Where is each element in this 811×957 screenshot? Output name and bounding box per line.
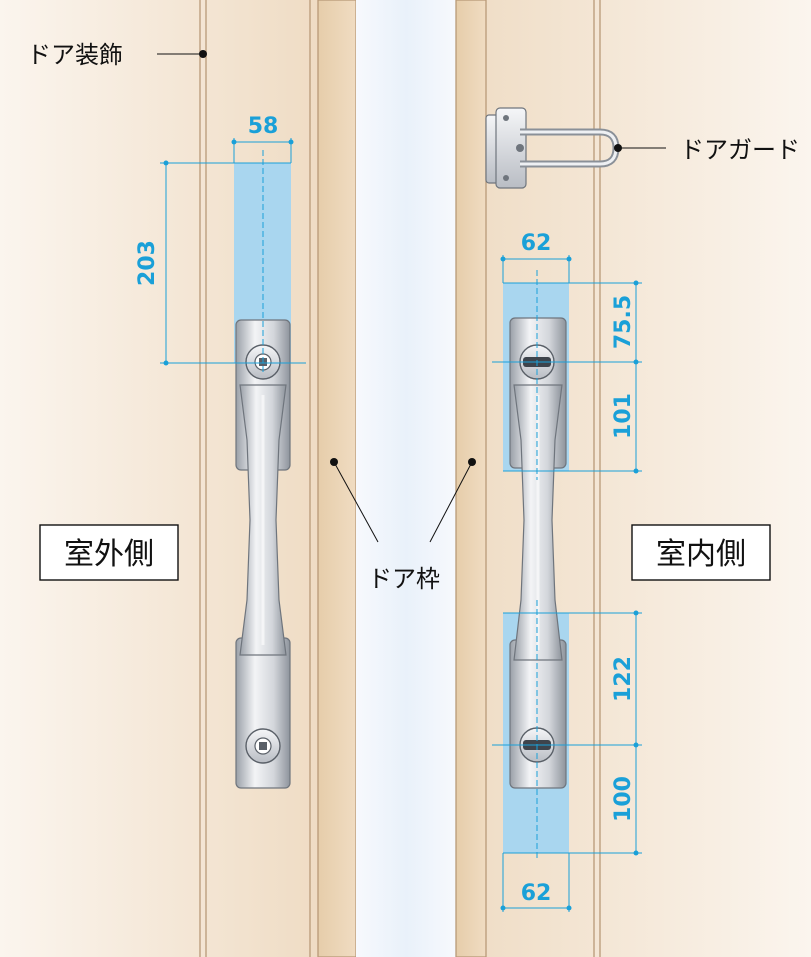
outdoor-side-label: 室外側: [64, 537, 154, 572]
door-frame-label: ドア枠: [368, 565, 440, 593]
outer-dimension-lines: [160, 138, 306, 375]
indoor-decoration-strip: [593, 0, 601, 957]
leader-dots: [199, 50, 622, 466]
indoor-side-label: 室内側: [656, 537, 746, 572]
door-decoration-strip: [199, 0, 311, 957]
outdoor-side-box: 室外側: [39, 524, 179, 581]
leader-lines: [157, 53, 666, 543]
inner-top-a-dimension: 75.5: [611, 295, 636, 349]
outdoor-cylinder-bottom: [245, 728, 281, 764]
outer-dimension-dots: [163, 139, 294, 366]
inner-top-b-dimension: 101: [611, 393, 636, 439]
inner-bottom-a-dimension: 122: [611, 656, 636, 702]
door-frame-right: [455, 0, 487, 957]
inner-bottom-b-dimension: 100: [611, 776, 636, 822]
inner-dimension-dots: [500, 256, 639, 911]
inner-bottom-width-dimension: 62: [521, 881, 552, 906]
outer-height-dimension: 203: [135, 240, 160, 286]
inner-top-width-dimension: 62: [521, 231, 552, 256]
glass-gap: [356, 0, 456, 957]
door-frame-left: [317, 0, 357, 957]
door-decoration-label: ドア装飾: [27, 41, 123, 69]
outer-width-dimension: 58: [248, 114, 279, 139]
door-guard-label: ドアガード: [680, 136, 800, 164]
indoor-side-box: 室内側: [631, 524, 771, 581]
